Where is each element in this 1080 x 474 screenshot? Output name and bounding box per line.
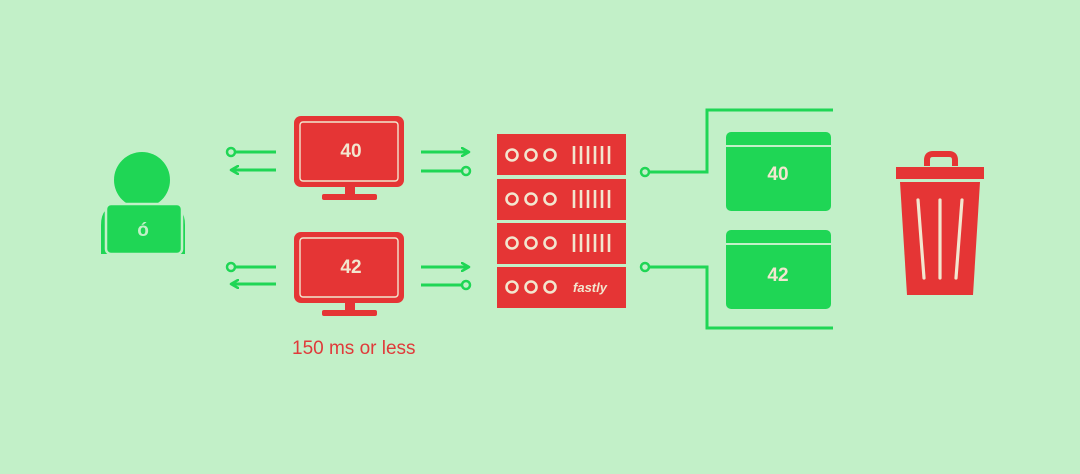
cache-1-value: 40	[767, 164, 788, 185]
monitor-2-value: 42	[340, 257, 361, 278]
cache-page-icon: 42	[726, 230, 831, 309]
monitor-icon: 42	[294, 232, 404, 316]
laptop-logo: ó	[137, 220, 149, 241]
user-at-laptop-icon: ó	[101, 152, 185, 256]
browser-2-left-connectors	[225, 261, 276, 284]
trash-can-icon	[896, 151, 984, 295]
cache-connector-bottom	[639, 261, 833, 330]
server-brand: fastly	[573, 280, 608, 295]
monitor-icon: 40	[294, 116, 404, 200]
monitor-1-value: 40	[340, 141, 361, 162]
browser-1-left-connectors	[225, 146, 276, 170]
cache-2-value: 42	[767, 265, 788, 286]
cache-page-icon: 40	[726, 132, 831, 211]
browser-2-right-connectors	[421, 267, 472, 291]
browser-1-right-connectors	[421, 152, 472, 177]
latency-caption: 150 ms or less	[292, 338, 416, 359]
server-rack-icon: fastly	[497, 134, 626, 308]
cache-connector-top	[639, 108, 833, 178]
